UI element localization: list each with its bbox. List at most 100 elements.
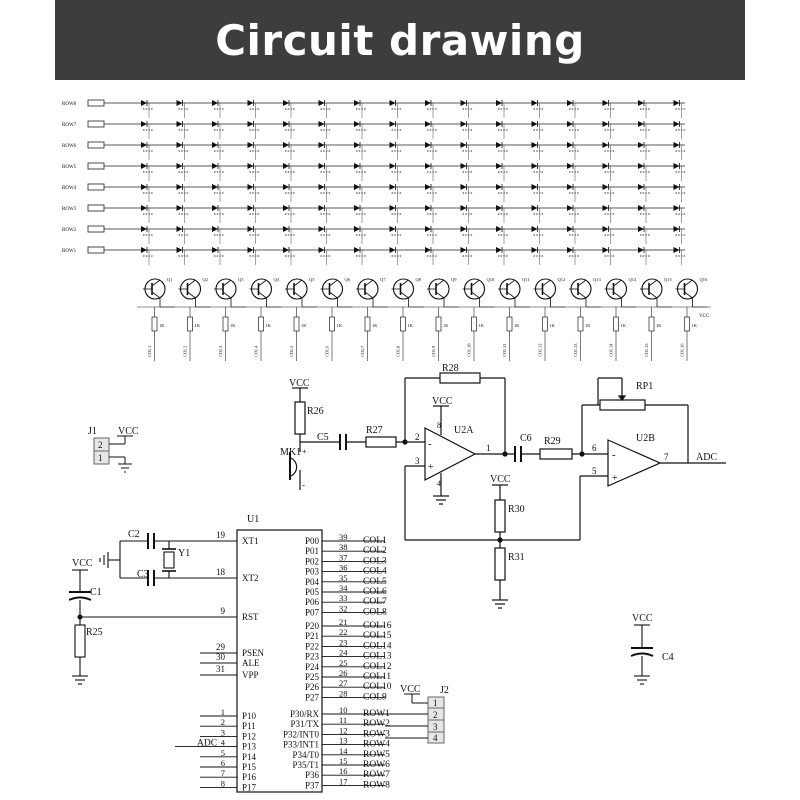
- mcu-p1-pin-num: 8: [221, 778, 225, 788]
- mcu-left-pin-name: VPP: [242, 670, 259, 680]
- led: [141, 121, 153, 139]
- connector-j2: J2 VCC 1 2 3 4: [385, 684, 449, 744]
- led: [673, 100, 686, 118]
- mcu-p1-pin-name: P15: [242, 762, 257, 772]
- led: [283, 100, 295, 118]
- j2-pin3: 3: [433, 722, 438, 732]
- led: [141, 184, 153, 202]
- vcc-label-c4: VCC: [632, 613, 653, 624]
- mcu-body: [236, 529, 323, 793]
- transistor: [249, 278, 273, 307]
- j2-pin4: 4: [433, 733, 438, 743]
- label-u1: U1: [247, 514, 259, 525]
- connector-j1: J1 VCC 2 1: [88, 426, 139, 473]
- row-resistor: [87, 141, 105, 149]
- label-c1: C1: [90, 587, 102, 598]
- led: [567, 247, 579, 265]
- resistor-r26: [294, 401, 306, 435]
- led: [602, 247, 615, 265]
- led: [602, 100, 615, 118]
- mcu-p1-pin-name: P12: [242, 731, 256, 741]
- mcu-pin-name: P06: [305, 597, 320, 607]
- microphone-amplifier: [289, 372, 726, 609]
- led: [141, 226, 153, 244]
- led: [176, 184, 189, 202]
- label-y1: Y1: [178, 548, 190, 559]
- label-c2: C2: [128, 529, 140, 540]
- mcu-pin-name: P34/T0: [292, 750, 319, 760]
- led: [389, 100, 402, 118]
- led: [496, 142, 508, 160]
- column-resistor: [613, 316, 619, 332]
- led: [602, 163, 615, 181]
- column-label: COL4: [254, 345, 259, 357]
- matrix-row-label: ROW5: [62, 165, 77, 170]
- led: [283, 121, 295, 139]
- resistor-r27: [365, 436, 397, 448]
- vcc-label-j2: VCC: [400, 684, 421, 695]
- mcu-net-label: COL15: [363, 631, 392, 641]
- transistor-label: Q13: [593, 277, 601, 282]
- led: [354, 226, 366, 244]
- led: [602, 121, 615, 139]
- column-resistor: [258, 316, 264, 332]
- led: [638, 121, 650, 139]
- u2a-pin3: 3: [415, 456, 420, 466]
- led: [602, 226, 615, 244]
- matrix-row-label: ROW3: [62, 207, 77, 212]
- led: [460, 100, 473, 118]
- mcu-pin-num: 32: [339, 603, 348, 613]
- led: [567, 184, 579, 202]
- page-title: Circuit drawing: [215, 15, 585, 65]
- column-resistor: [471, 316, 477, 332]
- u2b-minus: -: [612, 449, 616, 461]
- column-resistor-value: 1K: [230, 323, 236, 328]
- row-resistor: [87, 225, 105, 233]
- matrix-row-label: ROW8: [62, 102, 77, 107]
- mcu-pin-num: 23: [339, 637, 348, 647]
- transistor: [285, 278, 308, 307]
- led: [673, 184, 686, 202]
- transistor: [356, 278, 379, 307]
- led: [496, 247, 508, 265]
- mcu-pin-num: 34: [339, 583, 348, 593]
- mcu-pin-num: 33: [339, 593, 348, 603]
- row-resistor: [87, 162, 105, 170]
- mcu-pin-name: P36: [305, 770, 320, 780]
- led: [176, 247, 189, 265]
- mcu-pin-name: P21: [305, 631, 319, 641]
- led: [212, 121, 224, 139]
- mcu-pin-name: P02: [305, 556, 319, 566]
- led: [354, 142, 366, 160]
- mcu-pin-name: P07: [305, 607, 320, 617]
- mk1-plus: +: [302, 447, 307, 456]
- mcu-pin-name: P32/INT0: [283, 729, 320, 739]
- led: [354, 247, 366, 265]
- column-label: COL2: [183, 346, 188, 357]
- led: [176, 142, 189, 160]
- amplifier-labels: VCC R26 MK1 + - C5 R27 R28 U2A VCC 2 3 1…: [280, 363, 717, 563]
- led: [247, 121, 260, 139]
- label-r28: R28: [442, 363, 459, 374]
- resistor-r28: [439, 372, 481, 384]
- led: [425, 205, 437, 223]
- mcu-left-pin-num: 9: [221, 606, 226, 616]
- led: [673, 121, 686, 139]
- mcu-pin-name: P04: [305, 577, 320, 587]
- led: [460, 142, 473, 160]
- mcu-net-label: COL5: [363, 577, 387, 587]
- led: [638, 184, 650, 202]
- led: [496, 163, 508, 181]
- mcu-pin-num: 24: [339, 648, 348, 658]
- column-label: COL16: [680, 343, 685, 357]
- mcu-pin-name: P05: [305, 587, 320, 597]
- column-resistor: [435, 316, 442, 332]
- transistor: [640, 278, 663, 307]
- mcu-p1-pin-num: 4: [221, 738, 226, 748]
- u2a-pin1: 1: [486, 443, 491, 453]
- led: [283, 247, 295, 265]
- matrix-row-label: ROW7: [62, 123, 77, 128]
- led: [567, 226, 579, 244]
